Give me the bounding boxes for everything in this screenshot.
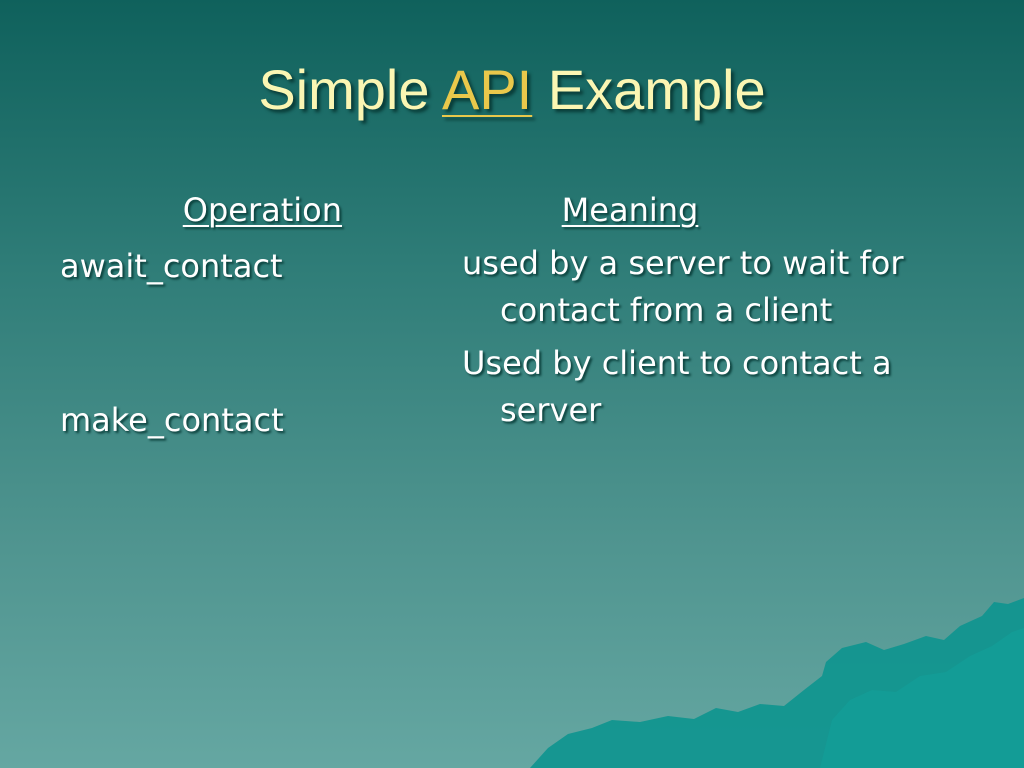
meaning-column: Meaning used by a server to wait for con…	[462, 190, 982, 434]
operation-await-contact: await_contact	[60, 247, 283, 285]
operation-make-contact: make_contact	[60, 401, 284, 439]
title-text-before: Simple	[258, 58, 442, 121]
meaning-await-contact: used by a server to wait for contact fro…	[462, 244, 904, 329]
meaning-make-contact: Used by client to contact a server	[462, 344, 892, 429]
operation-column: Operation await_contact make_contact	[60, 190, 342, 440]
slide-title: Simple API Example	[0, 62, 1024, 118]
title-text-after: Example	[532, 58, 766, 121]
operation-header: Operation	[182, 191, 342, 229]
meaning-header: Meaning	[561, 191, 699, 229]
api-link[interactable]: API	[441, 58, 533, 121]
mountain-ridge-shape	[820, 628, 1024, 768]
